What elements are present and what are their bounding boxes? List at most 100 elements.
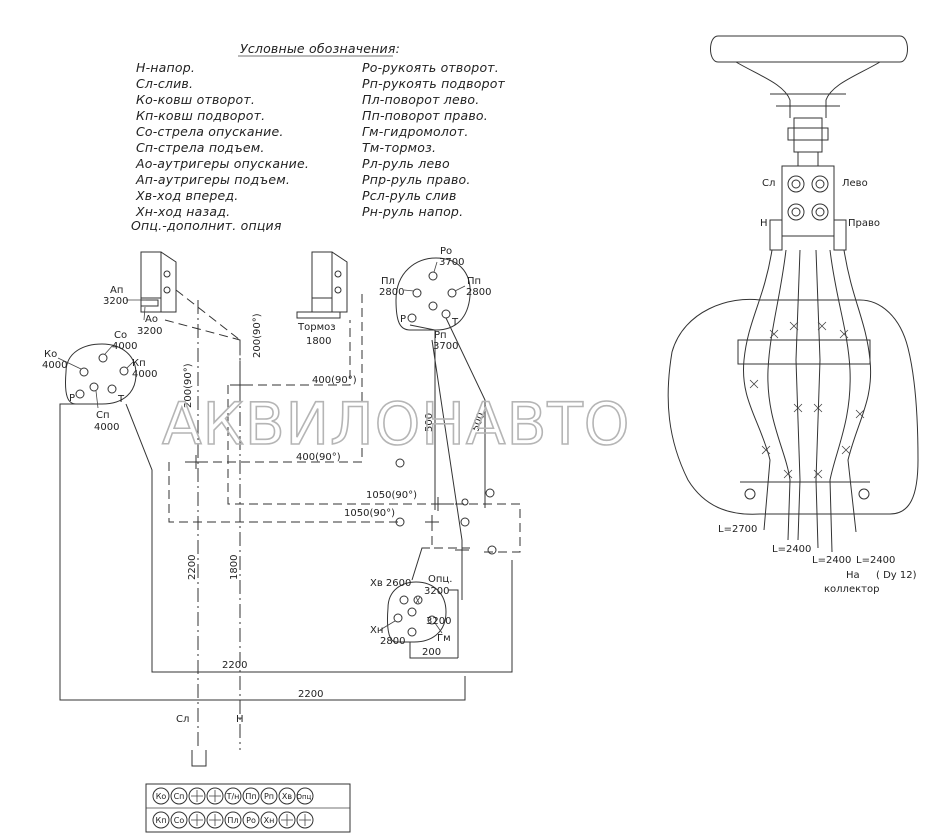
housing-cross-member [737, 339, 871, 365]
port-sl-ring [787, 175, 805, 193]
valve-port [334, 286, 342, 294]
legend: Условные обозначения: Н-напор. Сл-слив. … [131, 41, 505, 233]
legend-left-column: Н-напор. Сл-слив. Ко-ковш отворот. Кп-ко… [131, 60, 309, 233]
manifold-port-circle [296, 811, 314, 829]
manifold-port-circle [170, 811, 188, 829]
label-pl: Пл [381, 276, 395, 287]
tee-connector [431, 497, 445, 511]
tee-connector [455, 543, 469, 557]
left-joystick-body [65, 343, 137, 405]
watermark-text: АКВИЛОНАВТО [162, 390, 630, 458]
legend-right-column: Ро-рукоять отворот. Рп-рукоять подворот … [362, 60, 505, 219]
port-levo-ring-inner [815, 179, 825, 189]
leader-line [95, 390, 99, 409]
hose-lines [59, 289, 521, 750]
cross-mark [783, 469, 793, 479]
label-an-len: 3200 [103, 296, 128, 307]
port-po-circle [428, 271, 438, 281]
manifold-plug-mark [191, 790, 203, 802]
right-joystick-body [395, 257, 471, 331]
manifold-port-label: Ко [156, 792, 167, 801]
cross-mark [813, 469, 823, 479]
cross-mark [749, 379, 759, 389]
valve-stem [296, 311, 341, 319]
label-collector: коллектор [824, 584, 879, 595]
label-ko: Ко [44, 349, 57, 360]
steer-hose [815, 249, 821, 549]
label-t-r: Т [451, 317, 459, 328]
legend-item: Хв-ход вперед. [135, 188, 238, 203]
label-brake-len: 1800 [306, 336, 331, 347]
left-joystick: Ко 4000 Со 4000 Кп 4000 Р Т Сп 4000 [42, 330, 157, 433]
dim-200-a: 200(90°) [252, 313, 263, 358]
port-kp-circle [119, 366, 129, 376]
hose [227, 385, 455, 505]
tee-connector [189, 455, 203, 469]
port [399, 595, 409, 605]
fitting [460, 517, 470, 527]
manifold-port-circle [242, 811, 260, 829]
port-ko-circle [79, 367, 89, 377]
valve-side [331, 251, 348, 313]
manifold-port-circle [278, 811, 296, 829]
dim-400-b: 400(90°) [296, 452, 341, 463]
steer-hose [795, 249, 801, 541]
hose [431, 522, 470, 549]
manifold-port-circle [206, 811, 224, 829]
port-pl-circle [412, 288, 422, 298]
manifold-port-label: Сп [174, 792, 185, 801]
legend-title: Условные обозначения: [240, 41, 400, 56]
manifold-plug-mark [209, 790, 221, 802]
port [407, 627, 417, 637]
label-an: Ап [110, 285, 123, 296]
legend-item: Рсл-руль слив [362, 188, 457, 203]
manifold-port-circle [170, 787, 188, 805]
manifold-body [145, 783, 351, 833]
valve-base [311, 298, 332, 313]
port-p-circle-r [407, 313, 417, 323]
port [413, 595, 423, 605]
label-p-r: Р [400, 314, 406, 325]
legend-item: Тм-тормоз. [362, 140, 436, 155]
legend-item: Рпр-руль право. [362, 172, 471, 187]
manifold-port-label: Кп [156, 816, 167, 825]
travel-pedal-block: Хв 2600 Опц. 3200 Хн 2800 3200 Гм 200 [370, 574, 458, 659]
fitting [461, 498, 469, 506]
cross-mark [761, 445, 771, 455]
dim-1800-vertical: 1800 [229, 555, 240, 580]
supply-ports: Сл Н [176, 714, 244, 767]
port-t-circle [107, 384, 117, 394]
label-co-len: 4000 [112, 341, 137, 352]
pedal-return [409, 642, 458, 659]
label-pedal-bottom: 200 [422, 647, 441, 658]
label-xv: Хв 2600 [370, 578, 411, 589]
legend-item: Гм-гидромолот. [362, 124, 469, 139]
leader-line [126, 360, 135, 369]
label-port-n: Н [236, 714, 244, 725]
hose [409, 324, 436, 510]
label-rp-len: 3700 [433, 341, 458, 352]
dim-500-a: 500 [424, 413, 435, 432]
hose [168, 462, 400, 523]
cross-mark [813, 403, 823, 413]
manifold-port-circle [260, 787, 278, 805]
steering-housing [667, 298, 919, 515]
port-rp-circle [428, 301, 438, 311]
leader-line [104, 344, 114, 355]
legend-item: Сп-стрела подъем. [136, 140, 265, 155]
housing-bolt [744, 488, 756, 500]
dim-400-a: 400(90°) [312, 375, 357, 386]
fitting [485, 488, 495, 498]
leader-line [415, 596, 421, 604]
label-cp-len: 4000 [94, 422, 119, 433]
pedal-body [387, 581, 447, 643]
port-co-circle [98, 353, 108, 363]
port [427, 615, 437, 625]
manifold-port-label: Хв [282, 792, 292, 801]
label-gm: Гм [437, 633, 451, 644]
label-po: Ро [440, 246, 452, 257]
manifold-port-circle [224, 811, 242, 829]
legend-item: Ап-аутригеры подъем. [135, 172, 290, 187]
